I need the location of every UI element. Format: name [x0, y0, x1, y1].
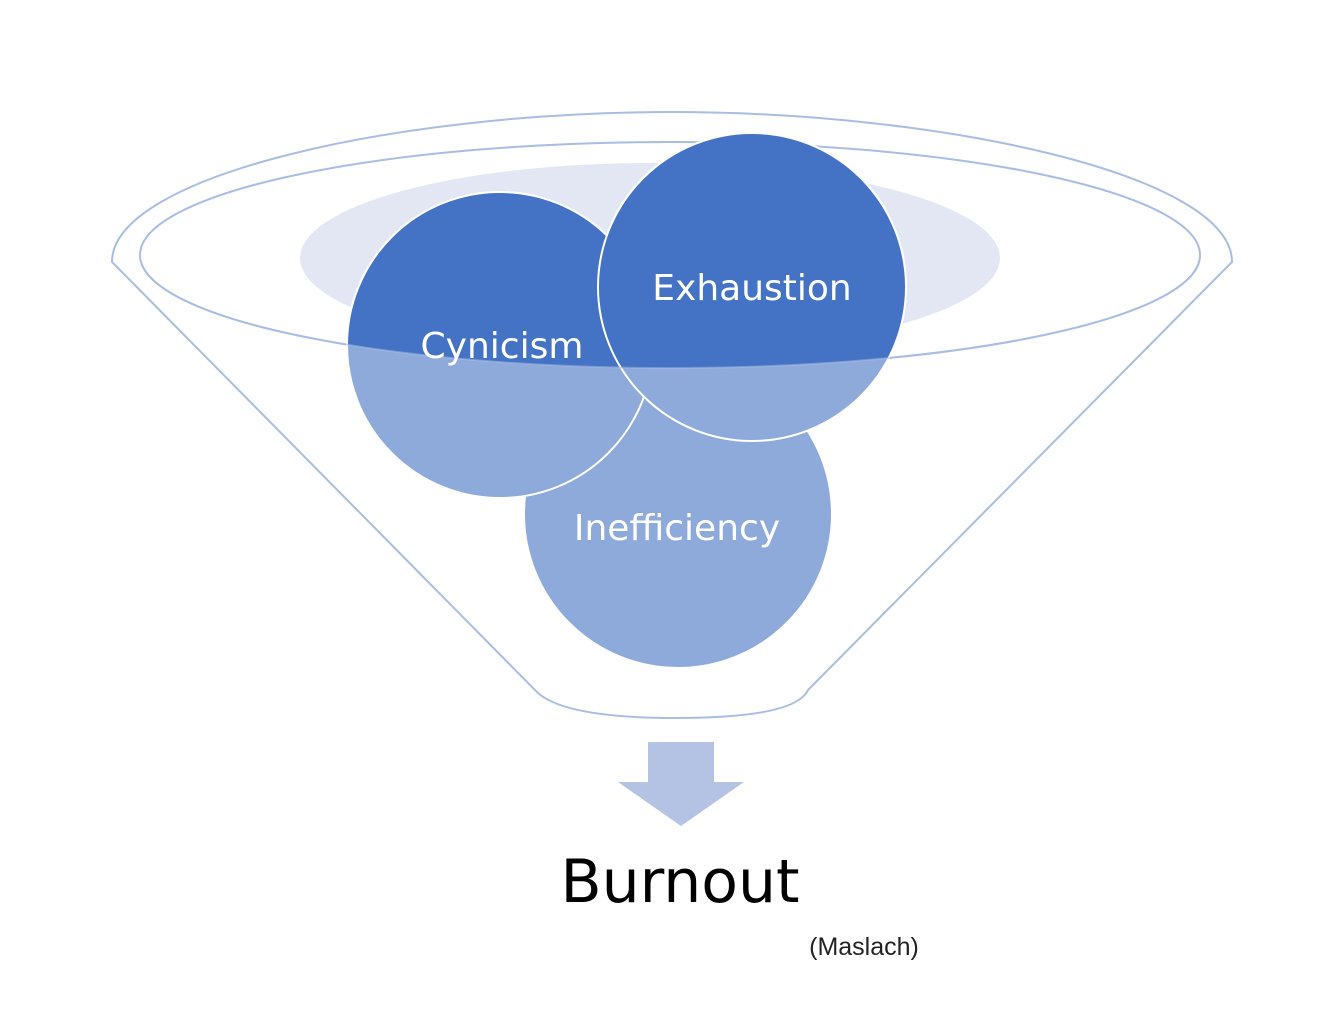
burnout-label: Burnout — [560, 847, 799, 917]
down-arrow-icon — [618, 742, 744, 826]
funnel-outline — [110, 110, 1234, 720]
inefficiency-label: Inefficiency — [574, 508, 780, 549]
cynicism-label: Cynicism — [421, 326, 584, 367]
source-label: (Maslach) — [809, 933, 919, 961]
funnel-rim-front — [140, 254, 1201, 370]
exhaustion-label: Exhaustion — [652, 268, 851, 309]
